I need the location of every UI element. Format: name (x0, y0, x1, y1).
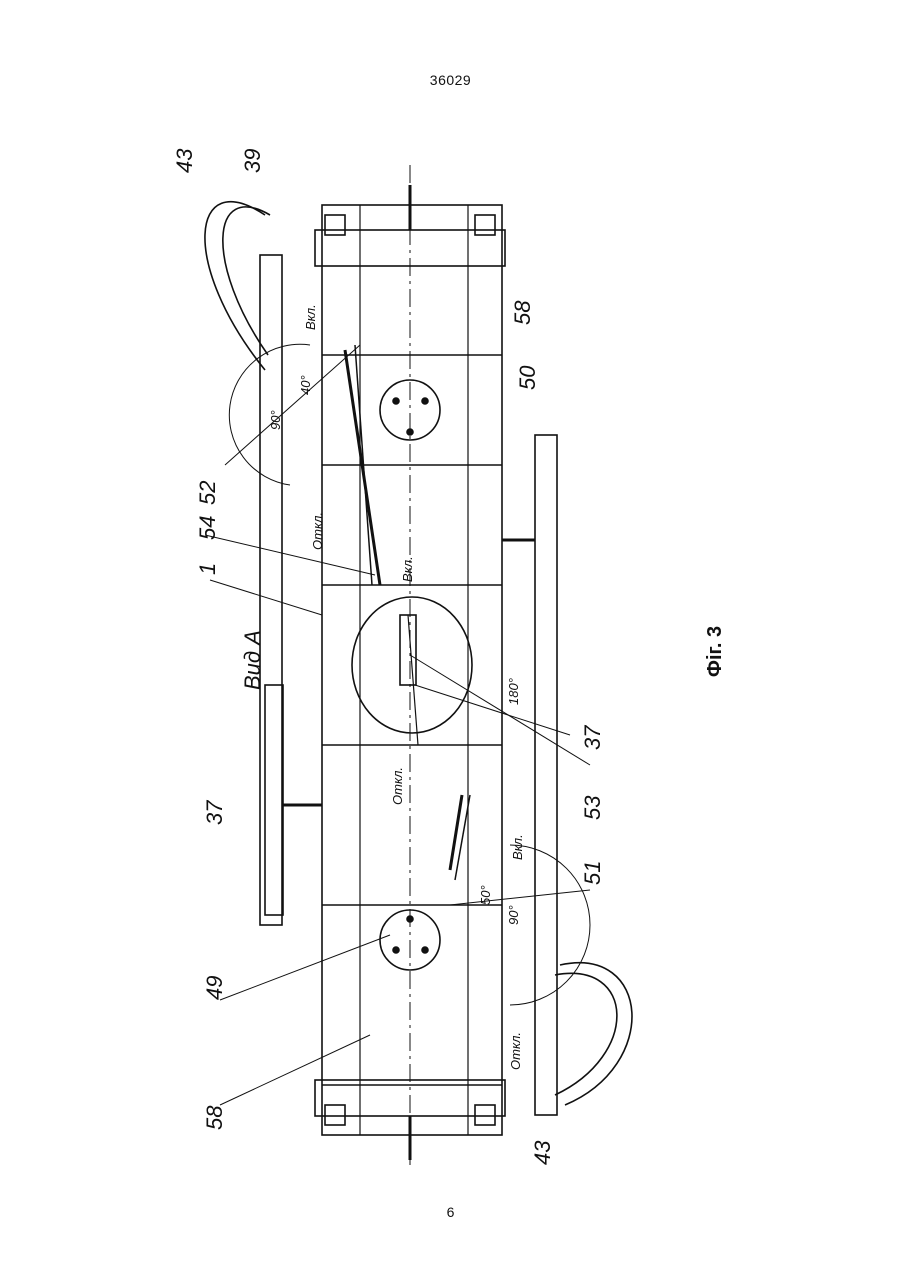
annotation-angle-90-top: 90° (268, 410, 283, 430)
annotation-angle-50: 50° (478, 885, 493, 905)
document-number: 36029 (0, 72, 901, 88)
annotation-off-1: Откл. (310, 512, 325, 550)
callout-1: 1 (195, 563, 220, 575)
callout-58-top: 58 (510, 300, 535, 325)
callout-39: 39 (240, 149, 265, 173)
callout-37-left: 37 (202, 800, 227, 825)
annotation-off-2: Откл. (390, 767, 405, 805)
figure-caption: Фіг. 3 (704, 626, 727, 677)
callout-54: 54 (195, 516, 220, 540)
technical-drawing: 43 39 58 50 54 52 1 37 53 51 49 58 43 37… (150, 145, 710, 1170)
annotation-angle-180: 180° (506, 678, 521, 705)
callout-58-bottom: 58 (202, 1105, 227, 1130)
callout-52: 52 (195, 481, 220, 505)
view-label: Вид А (240, 630, 265, 690)
annotation-angle-90-bottom: 90° (506, 905, 521, 925)
callout-53: 53 (580, 795, 605, 820)
callout-43-top: 43 (172, 148, 197, 173)
callout-51: 51 (580, 861, 605, 885)
callout-50: 50 (515, 365, 540, 390)
annotation-on-1: Вкл. (303, 304, 318, 330)
annotation-on-2: Вкл. (400, 556, 415, 582)
callout-49: 49 (202, 976, 227, 1000)
annotation-off-3: Откл. (508, 1032, 523, 1070)
page-number: 6 (0, 1204, 901, 1220)
annotation-on-3: Вкл. (510, 834, 525, 860)
annotation-angle-40: 40° (298, 375, 313, 395)
callout-37-right: 37 (580, 725, 605, 750)
callout-43-bottom: 43 (530, 1140, 555, 1165)
